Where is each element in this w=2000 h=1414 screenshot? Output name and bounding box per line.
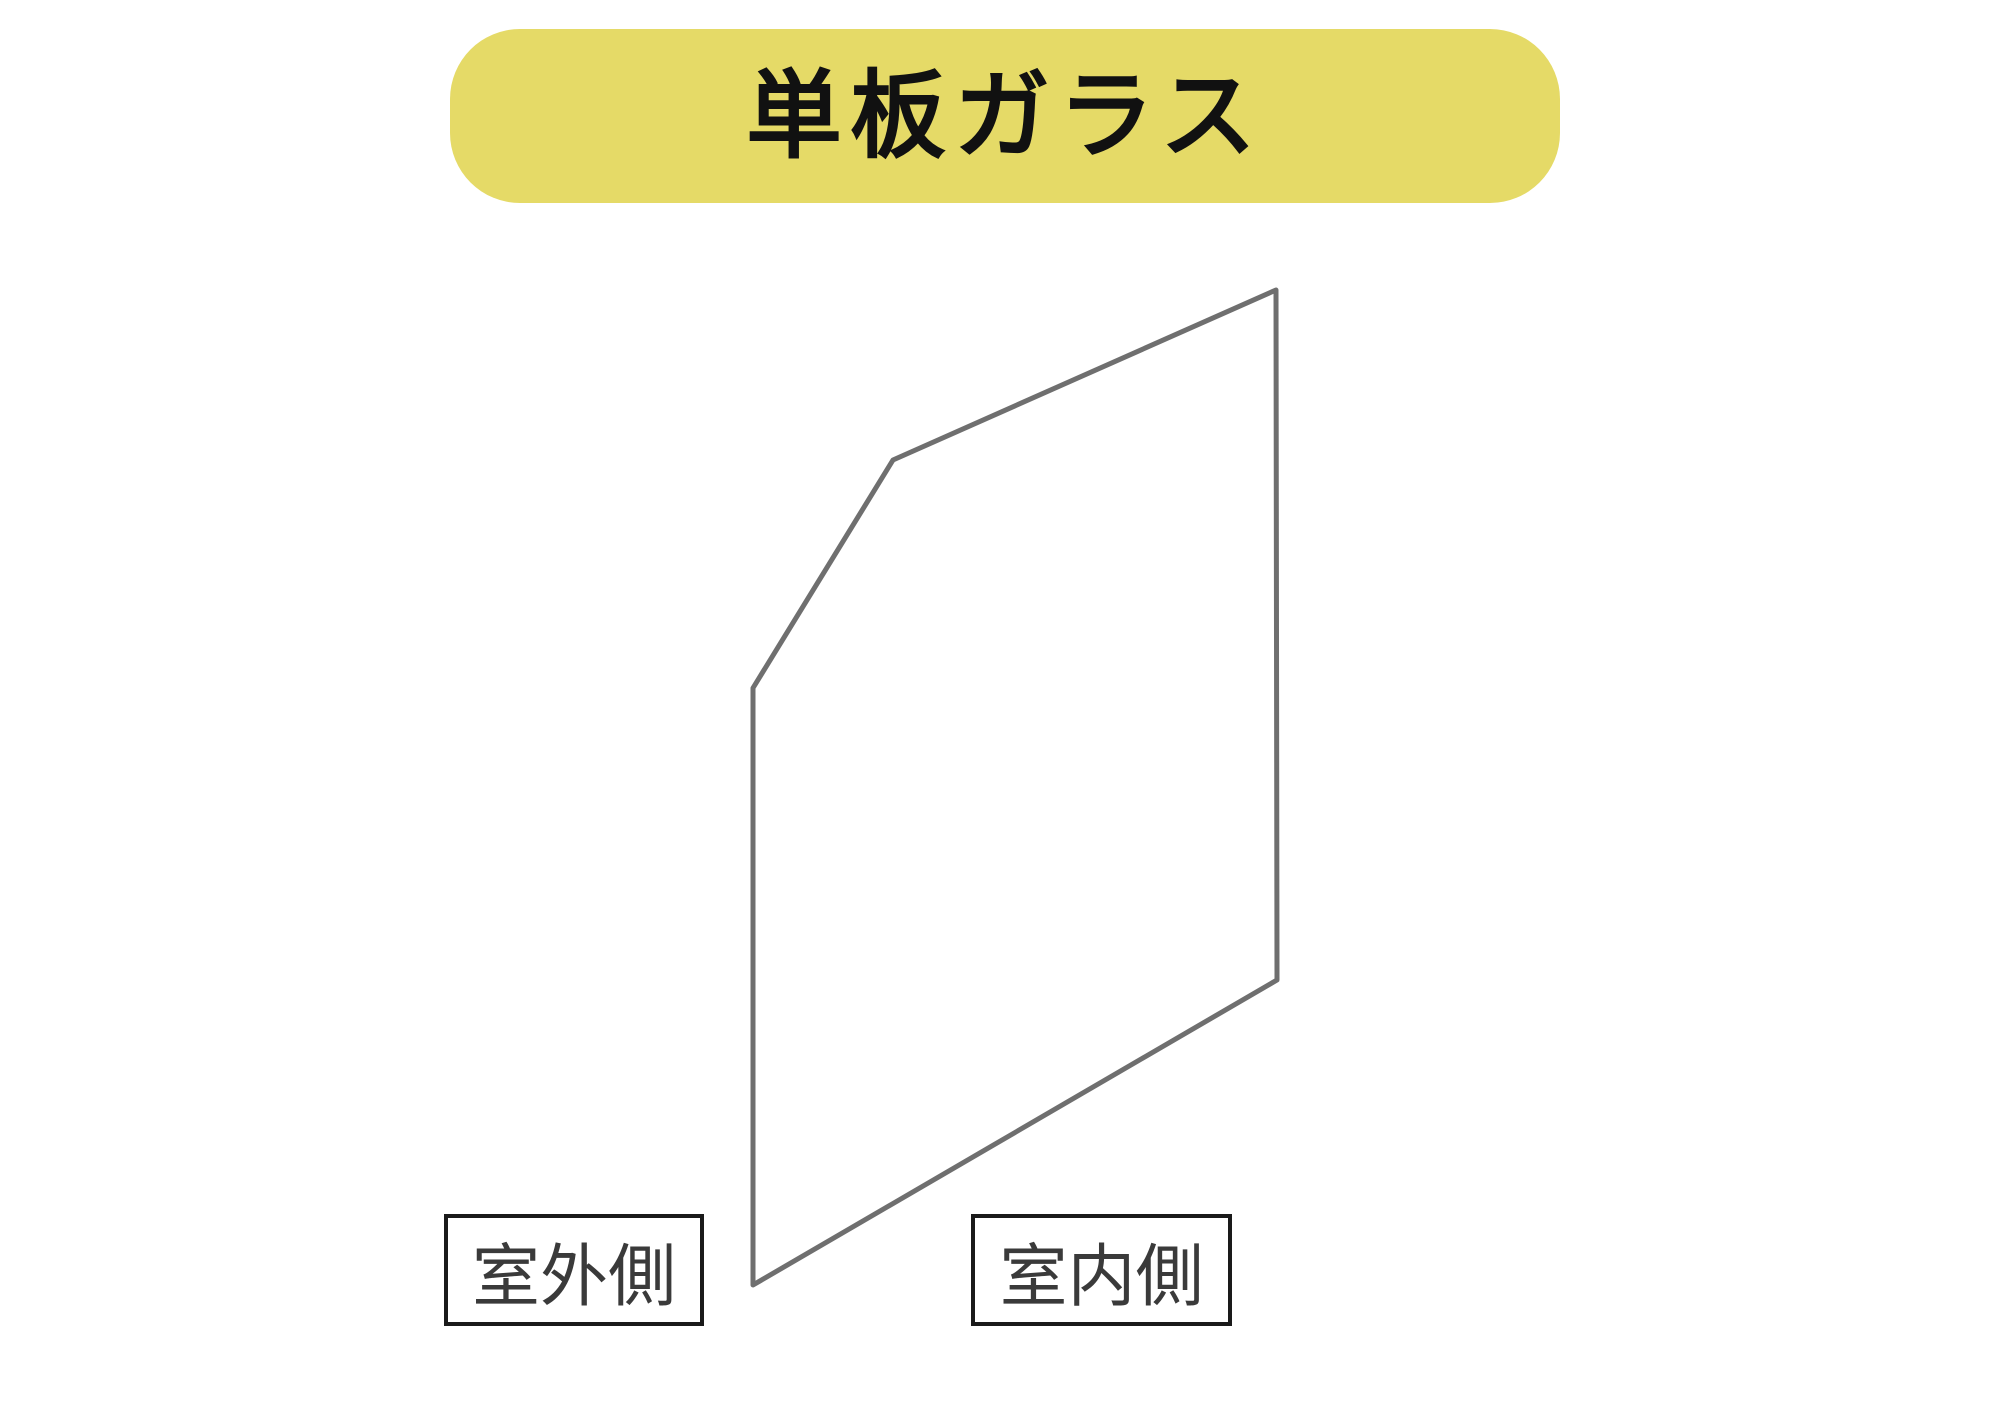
glass-pane <box>750 287 1280 1288</box>
indoor-side-label: 室内側 <box>971 1214 1232 1326</box>
title-banner: 単板ガラス <box>450 29 1560 203</box>
diagram-title: 単板ガラス <box>745 60 1265 172</box>
outdoor-side-label: 室外側 <box>444 1214 704 1326</box>
